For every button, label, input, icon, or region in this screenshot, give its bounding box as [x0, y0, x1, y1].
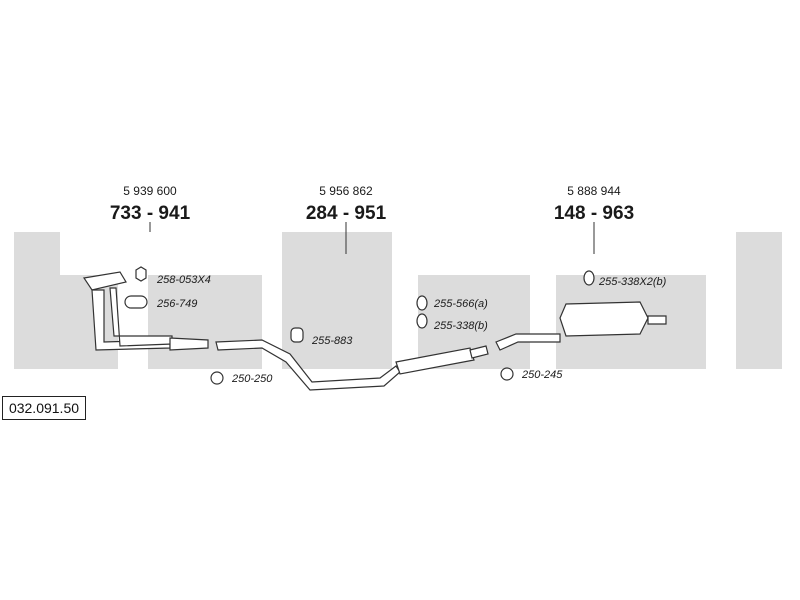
fitting-gasket[interactable]: 256-749 [124, 295, 197, 310]
manifold-flange [82, 271, 127, 291]
clamp-icon [210, 371, 224, 385]
oe-number: 5 888 944 [567, 184, 621, 198]
part-number: 284 - 951 [306, 203, 387, 224]
tailpipe [647, 315, 667, 325]
fitting-label: 256-749 [156, 298, 197, 310]
fitting-label: 250-250 [231, 373, 273, 385]
rear-silencer-shape[interactable] [495, 301, 667, 351]
oe-number: 5 956 862 [319, 184, 373, 198]
part-number: 148 - 963 [554, 203, 634, 224]
rubber-mount-icon [416, 295, 428, 311]
rear-inlet-pipe [495, 333, 561, 351]
fitting-mount-a[interactable]: 255-566(a) [416, 295, 488, 311]
rear-silencer-body [559, 301, 649, 337]
fitting-mount-rear[interactable]: 255-338X2(b) [583, 270, 667, 288]
fitting-label: 255-338(b) [433, 320, 488, 332]
rubber-mount-icon [583, 270, 595, 286]
part-number: 733 - 941 [110, 203, 191, 224]
center-pipe-shape[interactable] [215, 339, 489, 391]
fitting-hanger-front[interactable]: 255-883 [290, 327, 353, 347]
fitting-label: 255-338X2(b) [598, 276, 667, 288]
center-pipe-outlet [469, 345, 489, 359]
clamp-icon [500, 367, 514, 381]
hanger-icon [290, 327, 304, 343]
front-pipe-shape[interactable] [82, 271, 209, 351]
reference-number: 032.091.50 [2, 396, 86, 420]
nut-icon [135, 266, 147, 282]
assembly-center-pipe[interactable]: 5 956 862 284 - 951 [306, 184, 387, 254]
fitting-label: 258-053X4 [156, 274, 211, 286]
rubber-mount-icon [416, 313, 428, 329]
assembly-rear-silencer[interactable]: 5 888 944 148 - 963 [554, 184, 634, 254]
assembly-front-pipe[interactable]: 5 939 600 733 - 941 [110, 184, 191, 232]
fitting-label: 250-245 [521, 369, 563, 381]
front-pipe-outlet [169, 337, 209, 351]
fitting-label: 255-566(a) [433, 298, 488, 310]
fitting-nut[interactable]: 258-053X4 [135, 266, 211, 286]
fitting-label: 255-883 [311, 335, 353, 347]
oe-number: 5 939 600 [123, 184, 177, 198]
gasket-icon [124, 295, 148, 309]
fitting-clamp-front[interactable]: 250-250 [210, 371, 273, 385]
fitting-mount-b[interactable]: 255-338(b) [416, 313, 488, 332]
fitting-clamp-rear[interactable]: 250-245 [500, 367, 563, 381]
center-silencer [395, 347, 475, 375]
